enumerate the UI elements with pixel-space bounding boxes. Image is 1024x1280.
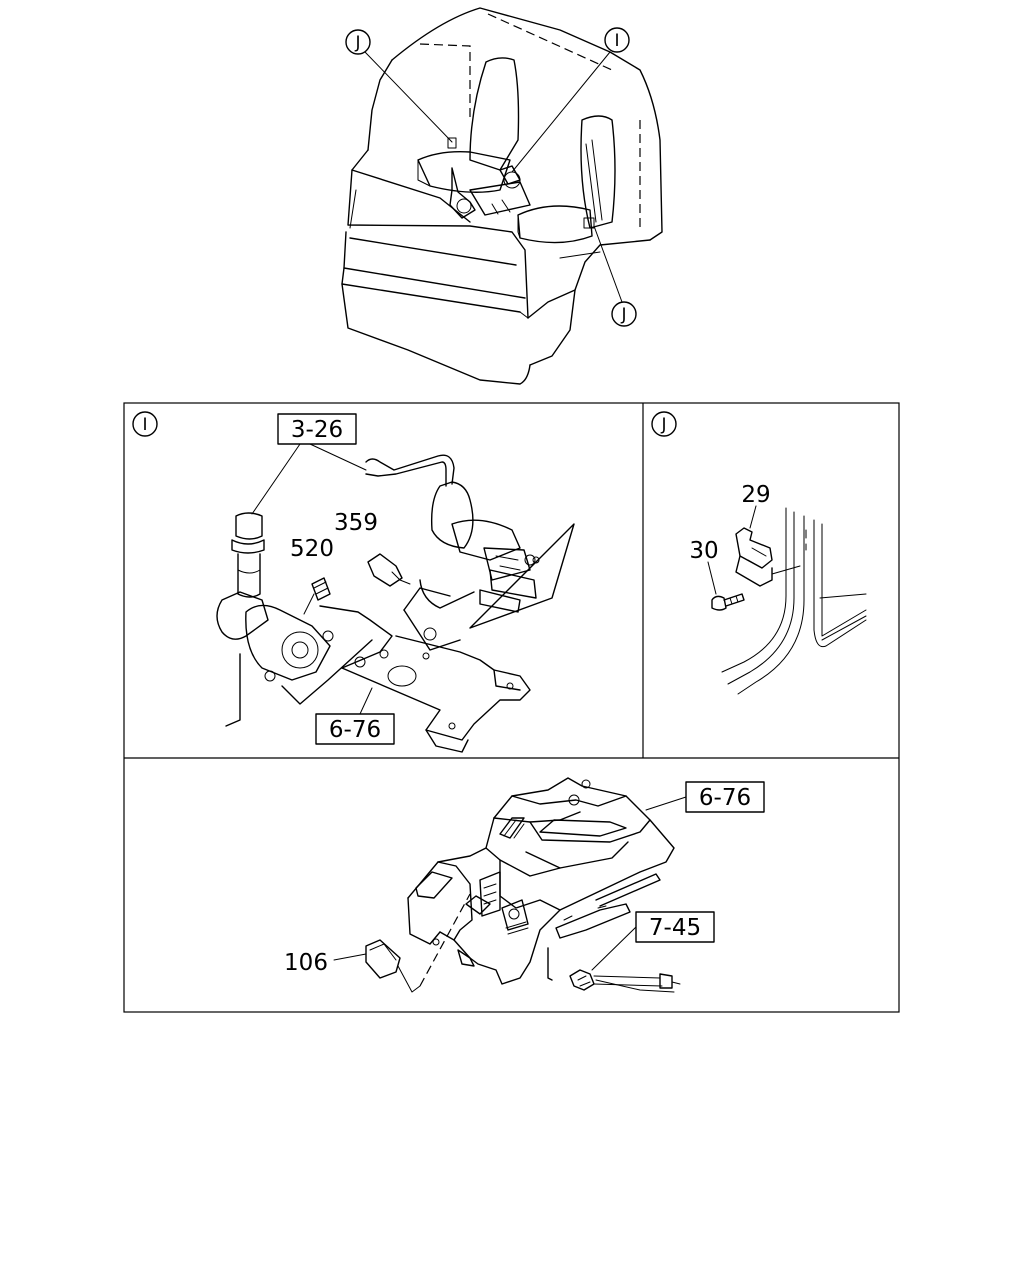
- panel-i: I 3-26: [132, 411, 575, 753]
- part-30: 30: [689, 538, 718, 564]
- panel-console: 6-76 7-45 106: [284, 777, 765, 993]
- panel-j: J 29 30: [651, 411, 867, 695]
- ref-harness: 7-45: [649, 915, 701, 941]
- callout-i-top: J: [354, 33, 360, 53]
- callout-j-bottom: J: [620, 305, 626, 325]
- callout-i: I: [614, 31, 619, 51]
- ref-console: 6-76: [699, 785, 751, 811]
- part-106: 106: [284, 950, 328, 976]
- cab-overview: J I J: [341, 7, 663, 385]
- part-520: 520: [290, 536, 334, 562]
- panel-i-tag: I: [142, 415, 147, 435]
- ref-shift-lever: 3-26: [291, 417, 343, 443]
- detail-frame: [123, 402, 900, 1013]
- panel-j-tag: J: [660, 415, 666, 435]
- part-359: 359: [334, 510, 378, 536]
- part-29: 29: [741, 482, 770, 508]
- ref-bracket-i: 6-76: [329, 717, 381, 743]
